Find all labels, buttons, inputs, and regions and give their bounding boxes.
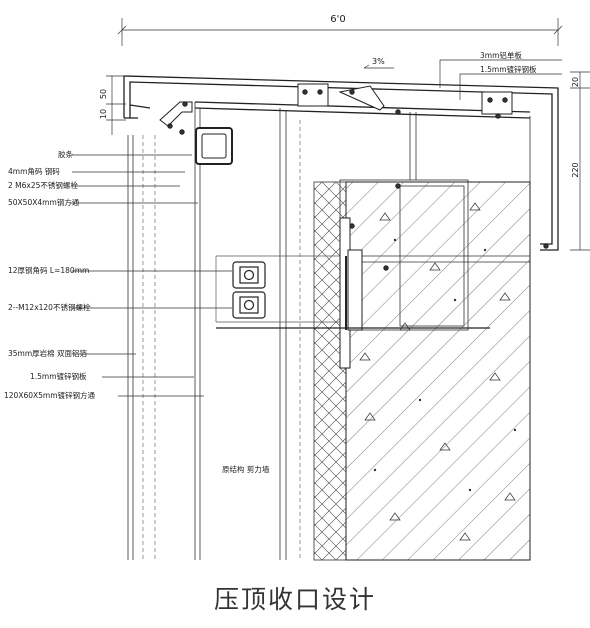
steel-tube-small (195, 127, 233, 165)
label-rock-wool: 35mm厚岩棉 双面铝箔 (8, 348, 88, 358)
section-drawing: 6'0 50 10 20 220 3% (4, 14, 590, 561)
top-dimension (117, 18, 563, 46)
caption: 压顶收口设计 (213, 585, 376, 614)
label-galv-sheet: 1.5mm镀锌钢板 (30, 371, 87, 381)
label-seal-strip: 胶条 (58, 149, 73, 159)
coping-bolts (167, 89, 549, 271)
label-structure-wall: 原结构 剪力墙 (222, 464, 270, 474)
label-m12-bolts: 2--M12x120不锈钢螺栓 (8, 302, 91, 312)
concrete-wall (345, 181, 531, 561)
label-steel-tube-50: 50X50X4mm钢方通 (8, 197, 80, 207)
coping-brackets (159, 83, 513, 127)
slope-marker (363, 64, 394, 69)
leader-lines (70, 59, 562, 397)
dim-left-50: 50 (99, 89, 108, 99)
steel-angle-bracket (339, 217, 363, 369)
left-dimension (106, 75, 126, 135)
label-galv-sheet-top: 1.5mm镀锌钢板 (480, 64, 537, 74)
left-panel-lines (127, 135, 134, 560)
label-alu-panel: 3mm铝单板 (480, 50, 522, 60)
slope-text: 3% (372, 57, 385, 66)
anchor-bolts (215, 255, 340, 323)
dim-right-220: 220 (571, 162, 580, 177)
coping-panel (123, 75, 559, 251)
dim-right-20: 20 (571, 77, 580, 87)
label-m6-bolts: 2 M6x25不锈钢螺栓 (8, 180, 78, 190)
label-angle-code: 4mm角码 钢码 (8, 166, 60, 176)
label-steel-tube-120: 120X60X5mm镀锌钢方通 (4, 390, 96, 400)
dim-top-width: 6'0 (330, 14, 345, 25)
dim-left-10: 10 (99, 109, 108, 119)
right-dimension (570, 71, 590, 251)
label-steel-angle-12: 12厚钢角码 L=180mm (8, 265, 89, 275)
dashed-lines (142, 120, 301, 560)
